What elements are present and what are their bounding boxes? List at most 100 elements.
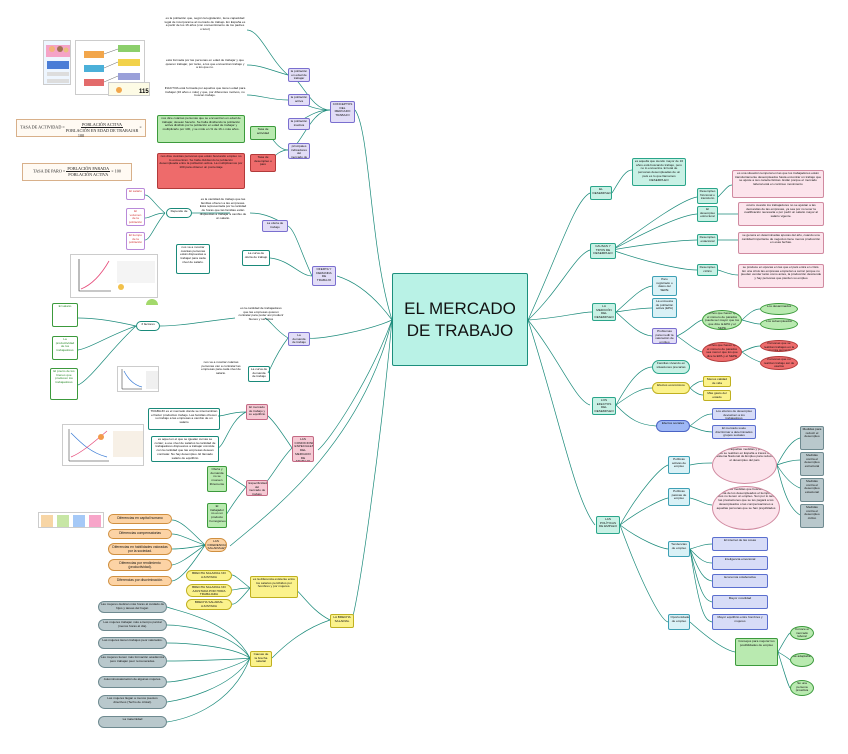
brecha-ajustada: BRECHA SALARIAL AJUSTADA [186,599,232,610]
diferencia-item-1: Diferencias en capital humano [108,514,172,524]
efectos-economicos-node[interactable]: Efectos económicos [652,382,690,394]
especificidades-node[interactable]: Especificidades del mercado de trabajo [246,480,268,496]
consejo-item-1: Conoce el mercado laboral [790,626,814,640]
tendencia-item-3: Economía colaborativa [712,574,768,588]
formula-paro-den: POBLACIÓN ACTIVA [68,172,109,177]
desc-curva-oferta: nos va a mostrar cuántas personas están … [176,244,210,274]
causa-item-5: Autominusvaloración de algunas mujeres. [98,676,167,688]
tasa-actividad-node[interactable]: Tasa de actividad [250,126,276,140]
subempleados-node: Los subempleados [760,318,798,330]
diferencia-item-4: Diferencias por rendimiento (productivid… [108,559,172,571]
pob-inactiva-node[interactable]: la población inactiva [288,118,310,130]
brecha-no-ajustada-hora: BRECHA SALARIAL NO AJUSTADA POR HORA TRA… [186,584,232,597]
politicas-activas-node[interactable]: Políticas activas de empleo [668,456,690,474]
desc-pob-edad: es la población que, según la legislació… [164,16,246,32]
diferencias-hub[interactable]: LAS DIFERENCIAS SALARIALES [205,538,227,552]
consejo-item-2: Sé adaptable [790,653,814,667]
medicion-hub[interactable]: LA MEDICIÓN DEL DESEMPLEO [592,303,616,321]
desc-pob-activa: está formada por las personas en edad de… [165,58,245,70]
desc-tasa-actividad: nos dice cuántas personas que se encuent… [157,115,245,143]
estacional-node[interactable]: Desempleo estacional [697,234,718,246]
familias-node: Familias viviendo en situaciones precari… [652,360,690,374]
factor-tiempo: El tiempo de la población [126,232,145,250]
desc-ciclico: se produce en épocas en las que el país … [738,264,824,288]
mas-gasto-node: Más gasto del estado [703,390,731,401]
pob-activa-node[interactable]: la población activa [288,94,310,106]
desc-friccional: es una situación temporal en las que los… [732,170,824,198]
tendencia-item-5: Mayor equilibrio entre hombres y mujeres [712,614,768,630]
desc-pasivas: son aquellas medidas que buscan mantener… [712,486,780,530]
trabajador-box: El trabajador no es un producto homogéne… [207,503,227,528]
formula-paro-mult: × 100 [111,168,121,174]
diferencia-item-2: Diferencias compensatorias [108,529,172,539]
equilibrio-chart-illustration [62,424,144,466]
politicas-pasivas-node[interactable]: Políticas pasivas de empleo [668,488,690,506]
oferta-node[interactable]: La oferta de trabajo [262,220,288,232]
sociales-item-1: Los efectos de desempleo devuelven a los… [712,408,756,420]
causa-item-3: Las mujeres tienen trabajos peor valorad… [98,637,167,649]
factores-node[interactable]: 3 factores [136,321,160,331]
irregulares-node: Personas que no realizan trabajo así de … [760,356,798,370]
curva-oferta-node[interactable]: La curva de oferta de trabajo [242,250,270,266]
formula-act-den: POBLACIÓN EN EDAD DE TRABAJAR [65,128,139,133]
causa-item-2: Las mujeres trabajan más a tiempo parcia… [98,619,167,631]
causa-item-6: Las mujeres llegan a menos puestos direc… [98,695,167,709]
desc-curva-demanda: nos va a mostrar cuántas personas van a … [201,360,241,376]
conceptos-hub[interactable]: CONCEPTOS DEL MERCADO TRABAJO [330,101,355,123]
curva-demanda-node[interactable]: La curva de demanda de trabajo [248,366,270,382]
consejos-node[interactable]: Consejos para mejorar tus posibilidades … [735,638,778,666]
medida-item-1: Medidas para reducir el desempleo [800,426,824,450]
desc-activas: son todas aquellas medidas y programas q… [712,446,777,484]
encuesta-node[interactable]: La encuesta de población activa (EPA) [652,298,677,318]
problemas-node[interactable]: Problemas para medir la valoración de em… [652,328,677,344]
oferta-chart-illustration [70,254,158,298]
paro-registrado-node[interactable]: Paro registrado o datos del SEPE [652,276,677,296]
pob-edad-node[interactable]: la población en edad de trabajar [288,68,310,82]
desc-estructural: ocurre cuando los trabajadores no se aju… [738,202,824,226]
central-title: EL MERCADO DE TRABAJO [392,273,528,366]
brecha-no-ajustada: BRECHA SALARIAL NO AJUSTADA [186,570,232,581]
demanda-node[interactable]: La demanda de trabajo [288,332,310,346]
politicas-hub[interactable]: LAS POLÍTICAS DE EMPLEO [596,516,620,534]
brecha-hub[interactable]: LA BRECHA SALARIAL [330,614,354,628]
medida-item-4: Medidas contra el desempleo cíclico [800,504,824,528]
oferta-demanda-box: Oferta y demanda no se mueven libremente [207,466,227,492]
causa-item-1: Las mujeres dedican más horas al cuidado… [98,601,167,613]
tendencias-node[interactable]: Tendencias de empleo [668,541,690,557]
tasa-paro-node[interactable]: Tasa de desempleo o paro [250,154,276,172]
medida-item-2: Medidas contra el desempleo estructural [800,452,824,476]
efectos-sociales-node[interactable]: Efectos sociales [656,420,690,432]
causa-item-4: Las mujeres tienen más formación académi… [98,654,167,668]
estructural-node[interactable]: El desempleo estructural [697,206,718,222]
causas-brecha-node[interactable]: Causas de la brecha salarial [250,651,272,667]
consejo-item-3: Sé una persona proactiva [790,680,814,696]
depende-node[interactable]: Depende de [166,208,192,218]
population-counter: 115 [108,82,150,96]
factor-precio: El precio de los bienes que producen los… [50,368,78,400]
demanda-chart-illustration [117,366,159,392]
factor-productividad: La productividad de los trabajadores [52,336,78,360]
diferencia-item-5: Diferencias por discriminación. [108,576,172,586]
desc-estacional: se genera en determinadas épocas del año… [738,232,824,254]
desanimados-question: Muchos que hacen que el número de parado… [702,310,742,330]
ciclico-node[interactable]: Desempleo cíclico [697,264,718,276]
merc-trabajo-node[interactable]: El mercado de trabajo y su equilibrio [246,404,268,420]
efectos-hub[interactable]: LOS EFECTOS DEL DESEMPLEO [592,397,616,415]
oferta-demanda-hub[interactable]: OFERTA Y DEMANDA DE TRABAJO [312,266,336,286]
desempleo-hub[interactable]: EL DESEMPLEO [590,186,612,200]
causas-tipos-hub[interactable]: CAUSAS Y TIPOS DE DESEMPLEO [590,243,616,259]
desc-oferta: es la cantidad de trabajo que las famili… [199,197,247,220]
tendencia-item-4: Mayor movilidad [712,595,768,609]
menos-calidad-node: Menos calidad de vida [703,376,731,387]
desc-trabajo: TRABAJO es el mercado donde se intercamb… [148,408,220,430]
diferencia-item-3: Diferencias en habilidades valoradas por… [108,543,172,555]
formula-act-label: TASA DE ACTIVIDAD = [20,124,65,130]
friccional-node[interactable]: Desempleo friccional o transitorio [697,188,718,204]
medida-item-3: Medidas contra el desempleo estacional [800,478,824,502]
sociales-item-2: El mercado suele discriminar a determina… [712,425,756,439]
oportunidades-node[interactable]: Oportunidades de empleo [668,614,690,630]
principales-node[interactable]: principales indicadores del mercado de t… [288,143,310,159]
